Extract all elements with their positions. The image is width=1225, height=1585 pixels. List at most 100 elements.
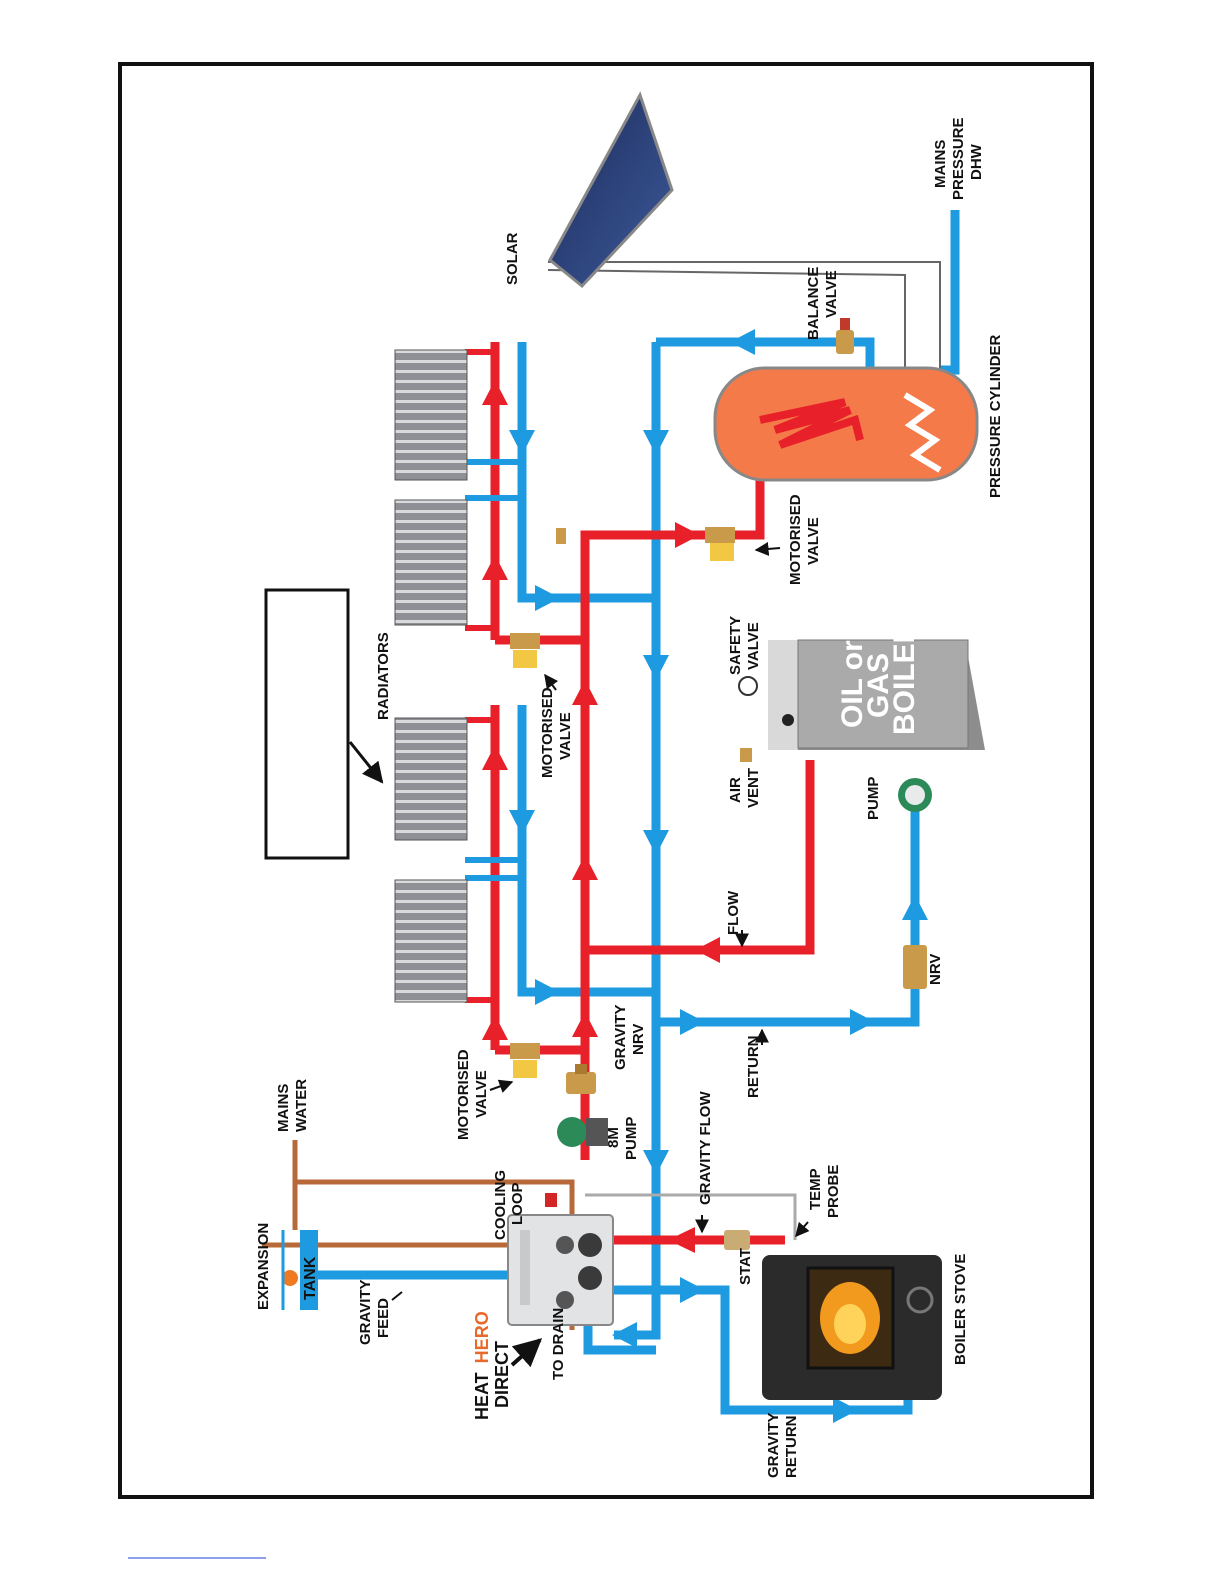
- solar-feed-lines: [547, 261, 941, 395]
- tank-label: TANK: [302, 1256, 319, 1300]
- balance-valve-label-2: VALVE: [823, 270, 840, 318]
- solar-label: SOLAR: [504, 232, 521, 285]
- red-arrow: [675, 522, 700, 548]
- safety-valve-gauge: [738, 676, 758, 696]
- motorised-valve-middle: [510, 633, 540, 668]
- mains-pressure-dhw-label-3: DHW: [968, 143, 985, 180]
- radiator-tails: [465, 349, 522, 1003]
- mains-pressure-dhw-label-1: MAINS: [932, 140, 949, 188]
- mains-water-label-2: WATER: [293, 1079, 310, 1132]
- motorised-valve-1-label-1: MOTORISED: [455, 1049, 472, 1140]
- blue-arrow: [509, 810, 535, 835]
- radiator-4: [394, 349, 468, 481]
- blue-arrow: [509, 430, 535, 455]
- balance-valve-label-1: BALANCE: [805, 267, 822, 340]
- oil-gas-boiler: [738, 639, 985, 762]
- pointer-arrow: [348, 741, 384, 784]
- nrv-label: NRV: [927, 954, 944, 985]
- float-ball: [282, 1270, 298, 1286]
- red-arrow: [482, 380, 508, 405]
- gravity-nrv-valve: [566, 1064, 596, 1094]
- gravity-flow-label: GRAVITY FLOW: [697, 1091, 714, 1205]
- pump-8m-label-1: 8M: [605, 1127, 622, 1148]
- gravity-feed-label-1: GRAVITY: [357, 1279, 374, 1345]
- cooling-loop-label-2: LOOP: [509, 1182, 526, 1225]
- motorised-valve-right: [705, 527, 735, 561]
- safety-valve-label-1: SAFETY: [727, 616, 744, 675]
- empty-label-box: [264, 588, 350, 860]
- radiators-label: RADIATORS: [375, 632, 392, 720]
- stove-handle: [906, 1286, 934, 1314]
- blue-arrow: [535, 585, 560, 611]
- boiler-pump: [898, 778, 932, 812]
- mains-water-label-1: MAINS: [275, 1084, 292, 1132]
- return-label: RETURN: [745, 1036, 762, 1099]
- cylinder-solar-coil: [903, 392, 942, 473]
- blue-arrow: [680, 1009, 705, 1035]
- nrv-valve: [903, 945, 927, 989]
- boiler-text-1: OIL or: [836, 640, 869, 728]
- blue-arrow: [833, 1397, 858, 1423]
- balance-valve: [836, 318, 854, 354]
- pressure-cylinder: [713, 366, 979, 482]
- mains-pressure-dhw-label-2: PRESSURE: [950, 117, 967, 200]
- gravity-feed-label-2: FEED: [375, 1298, 392, 1338]
- blue-arrow: [850, 1009, 875, 1035]
- stat-sensor: [724, 1230, 750, 1250]
- red-arrow: [572, 680, 598, 705]
- motorised-valve-2-label-1: MOTORISED: [787, 494, 804, 585]
- cooling-loop-label-1: COOLING: [492, 1170, 509, 1240]
- expansion-tank: [281, 1230, 318, 1310]
- heat-hero-direct-label-2: DIRECT: [492, 1341, 512, 1408]
- heat-hero-direct-label-1: HEAT HERO: [472, 1311, 492, 1420]
- red-arrow: [572, 855, 598, 880]
- gravity-return-label-2: RETURN: [783, 1416, 800, 1479]
- safety-valve-label-2: VALVE: [745, 622, 762, 670]
- expansion-label: EXPANSION: [255, 1223, 272, 1310]
- air-vent-label-2: VENT: [745, 768, 762, 808]
- blue-arrow: [612, 1322, 637, 1348]
- pump-label: PUMP: [865, 777, 882, 820]
- temp-probe-label-2: PROBE: [825, 1165, 842, 1218]
- page-border: [118, 62, 1094, 1499]
- blue-arrow: [643, 1150, 669, 1175]
- heat-word: HEAT: [472, 1372, 492, 1420]
- boiler-text-2: GAS: [862, 653, 895, 718]
- flow-label: FLOW: [725, 890, 742, 935]
- blue-arrow: [535, 979, 560, 1005]
- motorised-valve-3-label-1: MOTORISED: [539, 687, 556, 778]
- temp-probe-label-1: TEMP: [807, 1168, 824, 1210]
- motorised-valve-1-label-2: VALVE: [473, 1070, 490, 1118]
- red-arrow: [482, 555, 508, 580]
- probe-lines: [585, 1193, 797, 1240]
- motorised-valve-left: [510, 1043, 540, 1078]
- blue-arrow: [643, 830, 669, 855]
- pump-8m: [557, 1117, 608, 1147]
- red-arrow: [482, 745, 508, 770]
- red-arrow: [668, 1227, 695, 1253]
- air-vent-label-1: AIR: [727, 777, 744, 803]
- to-drain-label: TO DRAIN: [550, 1308, 567, 1380]
- flow-arrows: [482, 329, 928, 1423]
- cooling-loop-valve: [545, 1193, 557, 1207]
- blue-arrow: [643, 430, 669, 455]
- red-arrow: [482, 1015, 508, 1040]
- motorised-valve-3-label-2: VALVE: [557, 712, 574, 760]
- blue-arrow: [902, 895, 928, 920]
- gravity-nrv-label-2: NRV: [630, 1024, 647, 1055]
- stat-label: STAT: [737, 1248, 754, 1285]
- gravity-return-label-1: GRAVITY: [765, 1412, 782, 1478]
- heat-hero-direct-unit: [507, 1214, 614, 1326]
- gravity-nrv-label-1: GRAVITY: [612, 1004, 629, 1070]
- boiler-stove: [762, 1255, 942, 1400]
- motorised-valve-2-label-2: VALVE: [805, 517, 822, 565]
- blue-arrow: [643, 655, 669, 680]
- pump-8m-label-2: PUMP: [623, 1117, 640, 1160]
- solar-panel: [548, 91, 674, 289]
- auto-air-vent: [556, 528, 566, 544]
- boiler-air-vent: [740, 748, 752, 762]
- blue-arrow: [680, 1277, 705, 1303]
- blue-arrow: [730, 329, 755, 355]
- cylinder-hot-coil: [759, 398, 864, 449]
